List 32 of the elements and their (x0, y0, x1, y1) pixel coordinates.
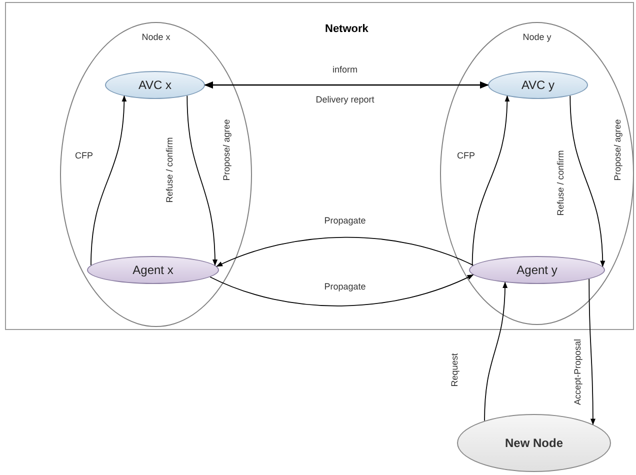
edge-label: inform (332, 64, 358, 76)
message-label: Refuse / confirm (164, 136, 176, 204)
arrow (484, 282, 508, 422)
node-label: Network (325, 22, 368, 37)
node-label: New Node (504, 435, 564, 452)
edge-label: Propagate (323, 282, 367, 292)
arrow (472, 95, 510, 266)
edge-label: Propose/ agree (222, 118, 232, 182)
edge-label: CFP (456, 150, 476, 162)
node-label: Agent x (132, 262, 174, 279)
network-frame (5, 2, 634, 330)
arrow (90, 95, 127, 266)
message-label: Delivery report (314, 94, 376, 106)
arrow (216, 236, 474, 267)
edge-label: CFP (74, 150, 94, 162)
node-label: Node x (140, 31, 172, 44)
arrow (588, 278, 596, 425)
arrow (204, 81, 489, 89)
node-label: AVC y (520, 77, 556, 94)
node-label: Node y (522, 31, 552, 44)
edge-label: Propagate (323, 216, 367, 226)
edge-label: Request (450, 352, 460, 388)
arrow (186, 95, 218, 266)
agent-ellipse (87, 256, 219, 284)
arrow (210, 274, 474, 306)
message-label: Refuse / confirm (556, 149, 566, 217)
arrow (570, 95, 606, 267)
node-label: Agent y (516, 262, 558, 279)
node-label: AVC x (137, 77, 173, 94)
agent-ellipse (469, 256, 605, 284)
edge-label: Propose/ agree (612, 118, 624, 182)
edge-label: Accept-Proposal (572, 338, 584, 406)
